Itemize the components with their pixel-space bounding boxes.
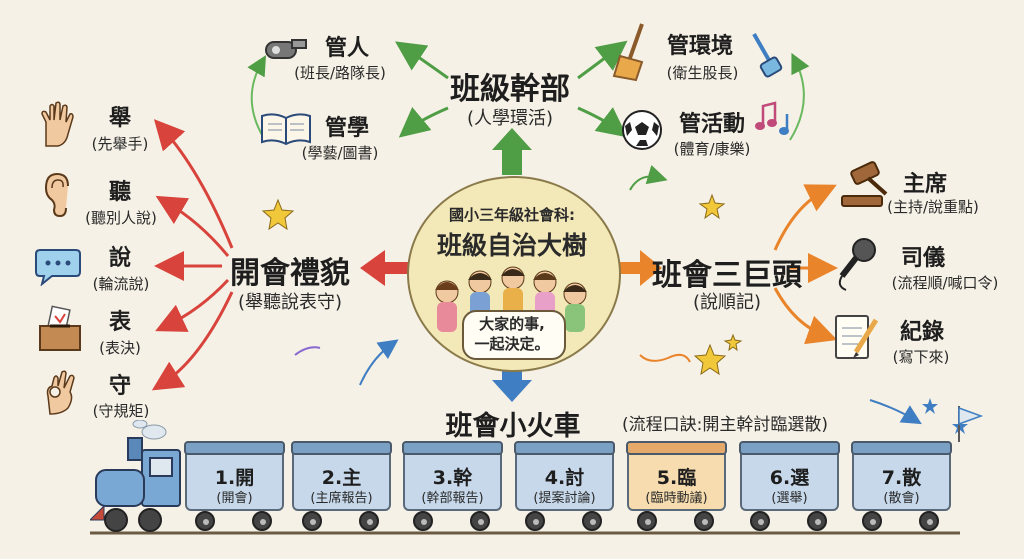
etiquette-item-0-title: 舉 (108, 106, 131, 131)
arrow-up-green (492, 128, 532, 175)
leaders-item-2-title: 紀錄 (899, 320, 944, 345)
book-icon (261, 113, 311, 146)
train-car-4: 4.討 (提案討論) (514, 441, 615, 511)
etiquette-item-3-sub: (表決) (99, 339, 141, 357)
cadre-environment-title: 管環境 (666, 34, 733, 59)
cadre-environment-sub: (衛生股長) (666, 64, 739, 82)
train-car-6: 6.選 (選舉) (739, 441, 840, 511)
train-car-2: 2.主 (主席報告) (291, 441, 392, 511)
flag-icon (958, 406, 984, 442)
train-title: 班會小火車 (445, 411, 581, 442)
wheel (252, 511, 272, 531)
whistle-icon (265, 39, 307, 59)
wheel (637, 511, 657, 531)
etiquette-item-3-title: 表 (108, 310, 131, 335)
wheel (195, 511, 215, 531)
notepad-icon (835, 315, 879, 359)
raised-hand-icon (41, 101, 74, 147)
ballot-box-icon (39, 305, 81, 351)
microphone-icon (838, 238, 876, 291)
leaders-item-0-sub: (主持/說重點) (887, 198, 979, 216)
music-note-icon (755, 101, 789, 135)
cadre-study-sub: (學藝/圖書) (301, 144, 379, 162)
center-title-big: 班級自治大樹 (436, 231, 587, 260)
leaders-item-0-title: 主席 (902, 172, 947, 197)
wheel (302, 511, 322, 531)
wheel (750, 511, 770, 531)
etiquette-item-4-title: 守 (108, 374, 131, 399)
leaders-title: 班會三巨頭 (652, 258, 802, 293)
leaders-sub: (說順記) (692, 292, 762, 313)
children-illustration-icon (435, 266, 587, 332)
wheel (413, 511, 433, 531)
wheel (807, 511, 827, 531)
wheel (470, 511, 490, 531)
bubble-line-1: 大家的事, (479, 315, 545, 333)
locomotive-icon (90, 420, 181, 532)
arrow-right-orange (618, 250, 662, 286)
cadre-activity-title: 管活動 (678, 112, 745, 137)
soccer-ball-icon (622, 110, 662, 150)
center-title-small: 國小三年級社會科: (449, 206, 575, 224)
etiquette-sub: (舉聽說表守) (237, 292, 343, 313)
wheel (582, 511, 602, 531)
cadre-activity-sub: (體育/康樂) (673, 140, 751, 158)
broom-icon (612, 23, 644, 82)
etiquette-item-1-title: 聽 (108, 180, 131, 205)
speech-bubble-icon (35, 249, 81, 286)
etiquette-item-2-sub: (輪流說) (92, 275, 150, 293)
leaders-item-1-sub: (流程順/喊口令) (891, 274, 999, 292)
cadre-sub: (人學環活) (466, 108, 554, 129)
cadre-people-sub: (班長/路隊長) (294, 64, 386, 82)
etiquette-title: 開會禮貌 (230, 256, 350, 291)
wheel (694, 511, 714, 531)
cadre-title: 班級幹部 (450, 72, 570, 107)
train-car-3: 3.幹 (幹部報告) (402, 441, 503, 511)
ok-hand-icon (46, 370, 75, 415)
ear-icon (44, 172, 69, 218)
cadre-people-title: 管人 (324, 36, 369, 61)
brush-icon (752, 33, 783, 78)
bubble-line-2: 一起決定。 (474, 335, 550, 353)
leaders-item-1-title: 司儀 (900, 246, 945, 271)
wheel (525, 511, 545, 531)
train-sub: (流程口訣:開主幹討臨選散) (622, 415, 828, 435)
train-car-1: 1.開 (開會) (184, 441, 285, 511)
arrow-left-red (360, 250, 408, 286)
cadre-study-title: 管學 (324, 116, 369, 141)
wheel (359, 511, 379, 531)
gavel-icon (841, 161, 888, 207)
train-car-5: 5.臨 (臨時動議) (626, 441, 727, 511)
wheel (919, 511, 939, 531)
wheel (862, 511, 882, 531)
leaders-item-2-sub: (寫下來) (892, 348, 950, 366)
etiquette-item-0-sub: (先舉手) (91, 135, 149, 153)
etiquette-item-1-sub: (聽別人說) (85, 209, 157, 227)
train-car-7: 7.散 (散會) (851, 441, 952, 511)
etiquette-item-2-title: 說 (108, 246, 131, 271)
etiquette-item-4-sub: (守規矩) (92, 402, 150, 420)
speech-bubble (462, 310, 566, 360)
